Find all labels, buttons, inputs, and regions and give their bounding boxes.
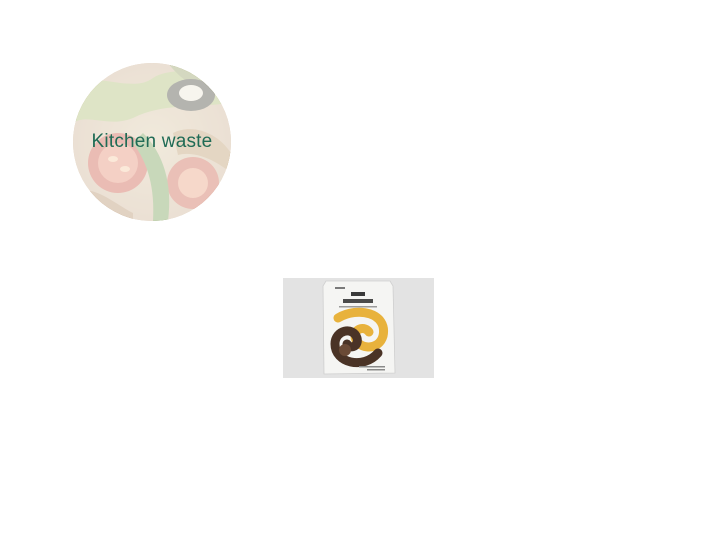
- fertilizer-bag-image: [283, 278, 434, 378]
- kitchen-waste-card[interactable]: Kitchen waste: [73, 63, 231, 221]
- image-overlay: [73, 63, 231, 221]
- kitchen-waste-label: Kitchen waste: [91, 131, 213, 152]
- product-bag-card[interactable]: [283, 278, 434, 378]
